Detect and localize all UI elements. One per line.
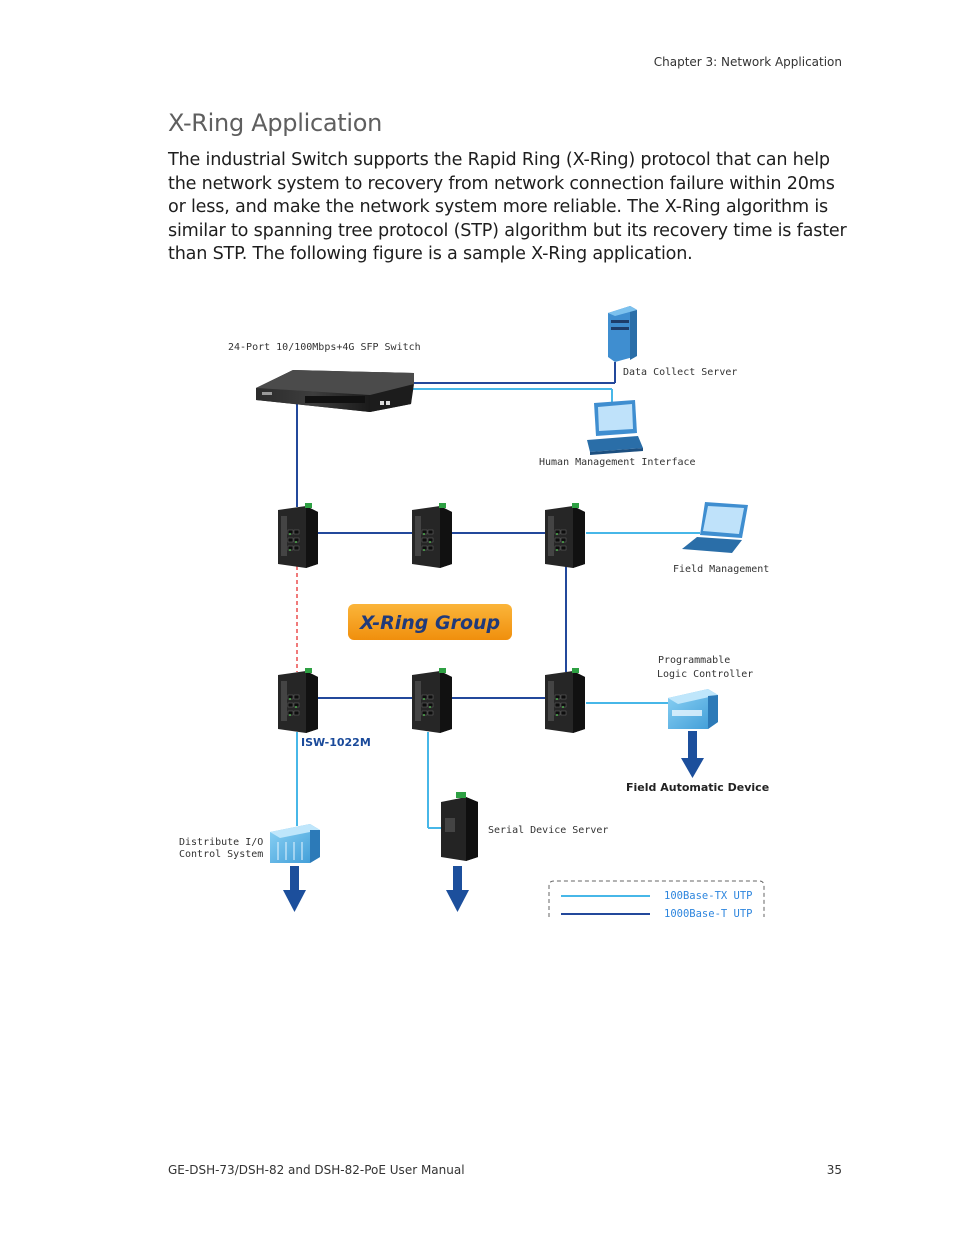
x-ring-group-badge: X-Ring Group: [348, 604, 512, 640]
body-paragraph: The industrial Switch supports the Rapid…: [168, 149, 848, 267]
ring-switch-bottom-right-icon: [544, 667, 586, 734]
chapter-header: Chapter 3: Network Application: [653, 55, 842, 69]
server-icon: [608, 306, 637, 362]
section-title: X-Ring Application: [168, 109, 383, 137]
ring-switch-top-right-icon: [544, 502, 586, 569]
paragraph-text: The industrial Switch supports the Rapid…: [168, 150, 847, 264]
field-device-arrow-icon: [681, 731, 704, 778]
ring-switch-bottom-left-icon: [277, 667, 319, 734]
plc-icon: [668, 689, 718, 729]
io-system-icon: [270, 824, 320, 863]
ring-switch-bottom-center-icon: [411, 667, 453, 734]
footer-page-number: 35: [826, 1163, 842, 1177]
ring-switch-top-center-icon: [411, 502, 453, 569]
field-device-label: Field Automatic Device: [626, 781, 769, 794]
server-label: Data Collect Server: [623, 367, 737, 378]
laptop-icon: [682, 502, 748, 553]
serial-arrow-icon: [446, 866, 469, 912]
network-links: [296, 362, 700, 829]
footer-manual-title: GE-DSH-73/DSH-82 and DSH-82-PoE User Man…: [168, 1163, 465, 1177]
plc-label-line1: Programmable: [658, 655, 730, 666]
io-arrow-icon: [283, 866, 306, 912]
switch-model-label: ISW-1022M: [301, 736, 371, 749]
legend: 100Base-TX UTP 1000Base-T UTP: [540, 880, 780, 929]
core-switch-icon: [256, 370, 414, 412]
serial-server-label: Serial Device Server: [488, 825, 608, 836]
core-switch-label: 24-Port 10/100Mbps+4G SFP Switch: [228, 342, 421, 353]
x-ring-group-label: X-Ring Group: [359, 612, 500, 634]
hmi-label: Human Management Interface: [539, 457, 696, 468]
io-label-line1: Distribute I/O: [179, 837, 263, 848]
plc-label-line2: Logic Controller: [657, 669, 753, 680]
field-management-label: Field Management: [673, 564, 769, 575]
hmi-computer-icon: [587, 400, 643, 455]
serial-server-icon: [441, 792, 478, 861]
io-label-line2: Control System: [179, 849, 263, 860]
legend-100base: 100Base-TX UTP: [664, 890, 753, 902]
ring-switch-top-left-icon: [277, 502, 319, 569]
